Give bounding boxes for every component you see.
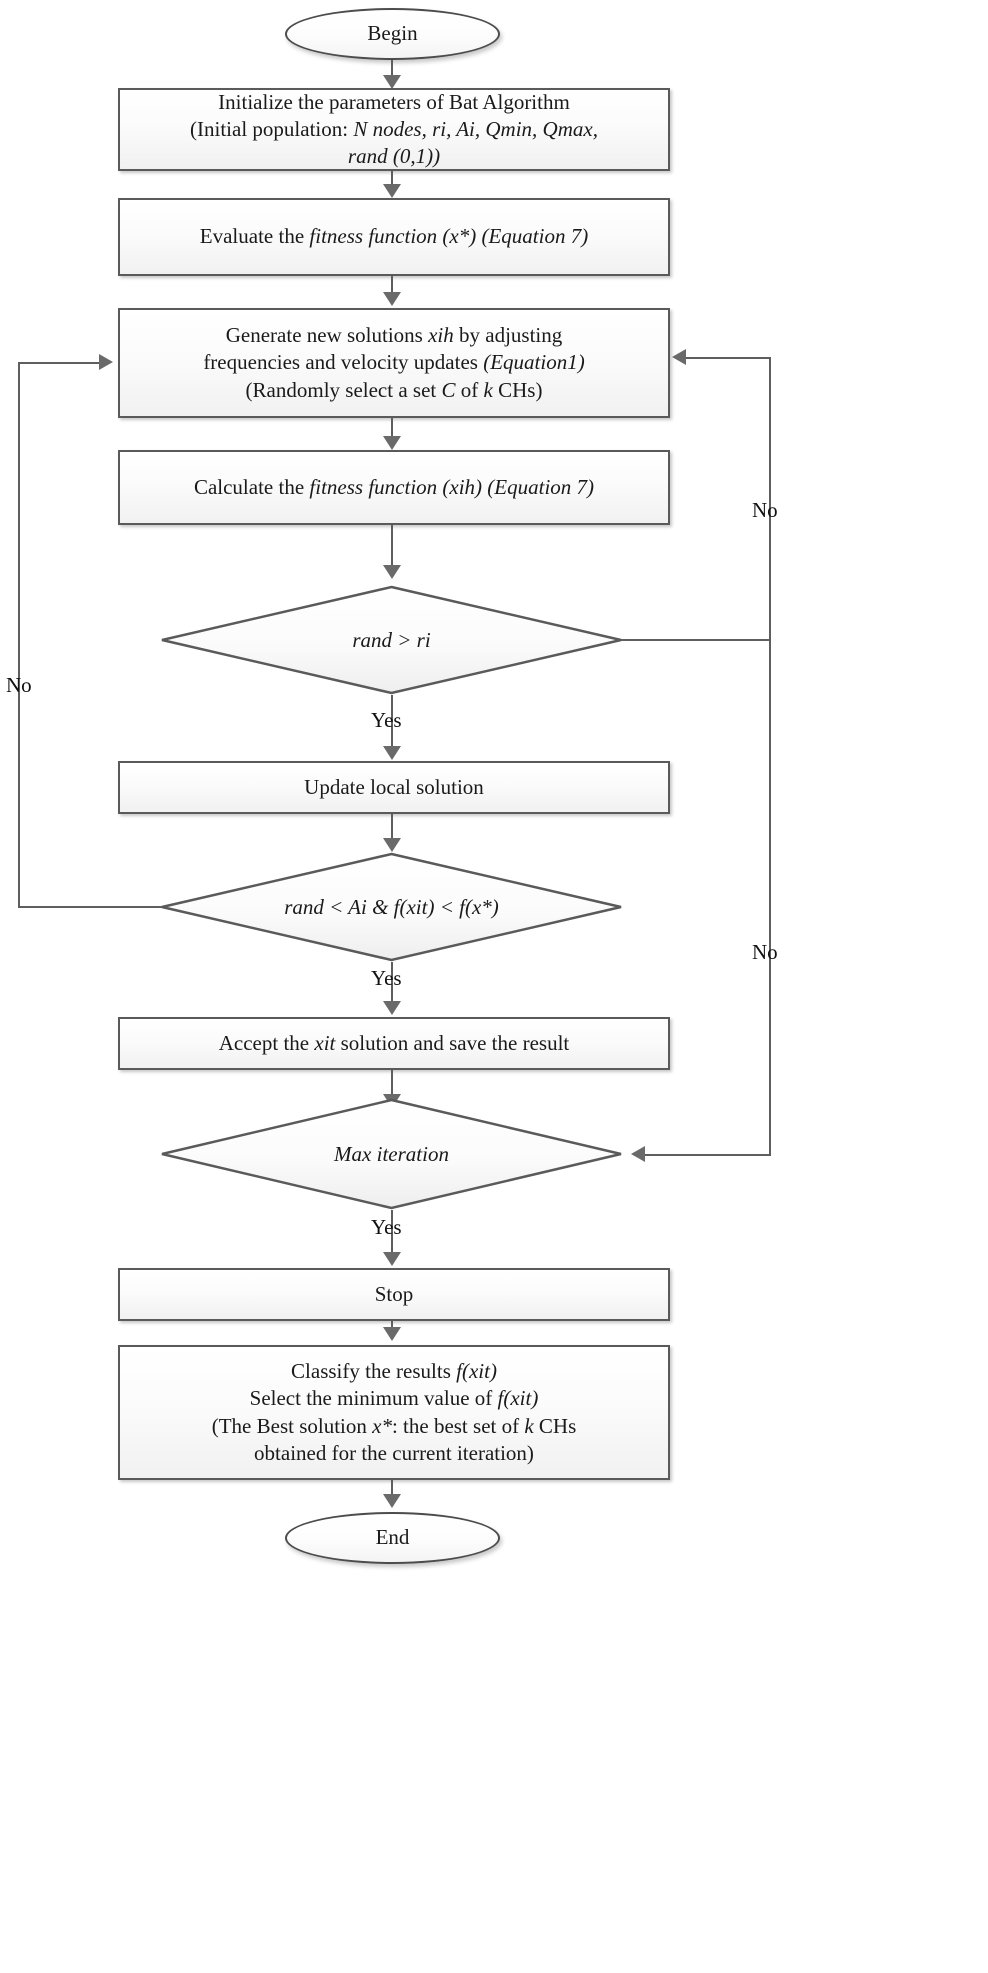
edge-classify-to-end	[391, 1480, 393, 1496]
node-end[interactable]: End	[285, 1512, 500, 1564]
arrow-evaluate-to-generate	[383, 292, 401, 306]
node-calculate[interactable]: Calculate the fitness function (xih) (Eq…	[118, 450, 670, 525]
edge-begin-to-initialize	[391, 60, 393, 77]
node-calculate-text: Calculate the fitness function (xih) (Eq…	[120, 474, 668, 501]
edge-rand-ri-no-return	[686, 357, 771, 359]
arrow-update-to-decision-rand-ai	[383, 838, 401, 852]
node-classify-text: Classify the results f(xit) Select the m…	[120, 1358, 668, 1467]
node-classify-line-1: Classify the results f(xit)	[291, 1358, 497, 1383]
node-initialize-italic-1: N nodes, ri, Ai, Qmin, Qmax,	[353, 116, 598, 141]
node-end-label: End	[375, 1525, 410, 1550]
node-classify-line-4: obtained for the current iteration)	[254, 1440, 534, 1465]
edge-initialize-to-evaluate	[391, 171, 393, 186]
node-accept-text: Accept the xit solution and save the res…	[218, 1030, 570, 1055]
edge-rand-ri-yes-vertical-2	[391, 740, 393, 748]
node-begin-label: Begin	[367, 21, 418, 46]
node-classify-italic-2: f(xit)	[497, 1386, 539, 1411]
node-initialize-text: Initialize the parameters of Bat Algorit…	[120, 89, 668, 171]
node-generate-italic-2: (Equation1)	[483, 350, 585, 375]
edge-rand-ai-yes-vertical-2	[391, 995, 393, 1003]
arrow-rand-ai-no-into-generate	[99, 354, 113, 370]
edge-rand-ri-no-horizontal	[621, 639, 771, 641]
node-initialize-line-1: Initialize the parameters of Bat Algorit…	[218, 89, 570, 114]
node-update-local[interactable]: Update local solution	[118, 761, 670, 814]
arrow-max-iteration-yes-into-stop	[383, 1252, 401, 1266]
node-generate-italic-4: k	[483, 377, 493, 402]
edge-generate-to-calculate	[391, 418, 393, 438]
arrow-rand-ri-no-into-generate	[672, 349, 686, 365]
node-initialize-italic-2: rand (0,1))	[347, 144, 441, 169]
node-initialize-line-2: (Initial population: N nodes, ri, Ai, Qm…	[190, 116, 598, 141]
node-initialize[interactable]: Initialize the parameters of Bat Algorit…	[118, 88, 670, 171]
node-decision-rand-ri[interactable]: rand > ri	[160, 585, 623, 695]
edge-rand-ai-yes-vertical	[391, 962, 393, 1004]
arrow-begin-to-initialize	[383, 75, 401, 89]
node-accept-italic: xit	[314, 1030, 336, 1055]
edge-label-rand-ai-no: No	[6, 673, 32, 697]
node-decision-rand-ai[interactable]: rand < Ai & f(xit) < f(x*)	[160, 852, 623, 962]
node-classify-italic-4: k	[524, 1413, 534, 1438]
arrow-rand-ri-yes-into-update	[383, 746, 401, 760]
arrow-generate-to-calculate	[383, 436, 401, 450]
node-generate-line-1: Generate new solutions xih by adjusting	[225, 323, 563, 348]
decision-rand-ai-shape	[161, 852, 622, 962]
edge-max-iteration-no-vertical	[769, 639, 771, 1155]
node-generate-text: Generate new solutions xih by adjusting …	[120, 322, 668, 404]
node-begin[interactable]: Begin	[285, 8, 500, 60]
node-evaluate[interactable]: Evaluate the fitness function (x*) (Equa…	[118, 198, 670, 276]
node-classify[interactable]: Classify the results f(xit) Select the m…	[118, 1345, 670, 1480]
edge-rand-ai-no-return	[18, 362, 100, 364]
node-stop-text: Stop	[374, 1281, 414, 1306]
edge-max-iteration-no-horizontal	[645, 1154, 771, 1156]
node-evaluate-italic: fitness function (x*) (Equation 7)	[309, 224, 589, 249]
decision-max-iteration-shape	[161, 1098, 622, 1210]
edge-rand-ri-yes-vertical	[391, 695, 393, 748]
node-evaluate-line-1: Evaluate the fitness function (x*) (Equa…	[199, 224, 589, 249]
node-update-local-text: Update local solution	[304, 774, 484, 799]
edge-update-to-decision-rand-ai	[391, 814, 393, 840]
node-generate[interactable]: Generate new solutions xih by adjusting …	[118, 308, 670, 418]
node-decision-max-iteration[interactable]: Max iteration	[160, 1098, 623, 1210]
node-accept[interactable]: Accept the xit solution and save the res…	[118, 1017, 670, 1070]
edge-evaluate-to-generate	[391, 276, 393, 294]
edge-rand-ai-no-horizontal	[18, 906, 162, 908]
edge-rand-ai-no-vertical	[18, 362, 20, 908]
arrow-initialize-to-evaluate	[383, 184, 401, 198]
edge-label-rand-ri-no: No	[752, 498, 778, 522]
node-classify-italic-3: x*	[372, 1413, 392, 1438]
edge-accept-to-max-iteration	[391, 1070, 393, 1096]
node-generate-italic-1: xih	[428, 323, 454, 348]
arrow-max-iteration-no-into-diamond	[631, 1146, 645, 1162]
node-calculate-italic: fitness function (xih) (Equation 7)	[309, 474, 595, 499]
arrow-calculate-to-decision-rand-ri	[383, 565, 401, 579]
node-classify-line-2: Select the minimum value of f(xit)	[249, 1386, 539, 1411]
arrow-stop-to-classify	[383, 1327, 401, 1341]
node-evaluate-text: Evaluate the fitness function (x*) (Equa…	[120, 223, 668, 250]
arrow-classify-to-end	[383, 1494, 401, 1508]
arrow-rand-ai-yes-into-accept	[383, 1001, 401, 1015]
edge-label-max-iteration-yes: Yes	[371, 1215, 402, 1239]
node-generate-line-3: (Randomly select a set C of k CHs)	[245, 377, 543, 402]
node-classify-line-3: (The Best solution x*: the best set of k…	[211, 1413, 577, 1438]
edge-max-iteration-yes-vertical	[391, 1210, 393, 1254]
node-stop[interactable]: Stop	[118, 1268, 670, 1321]
edge-label-rand-ri-yes: Yes	[371, 708, 402, 732]
decision-rand-ri-shape	[161, 585, 622, 695]
node-classify-italic-1: f(xit)	[456, 1358, 497, 1383]
node-generate-line-2: frequencies and velocity updates (Equati…	[203, 350, 585, 375]
edge-label-max-iteration-no: No	[752, 940, 778, 964]
edge-calculate-to-decision-rand-ri	[391, 525, 393, 567]
node-initialize-line-3: rand (0,1))	[132, 143, 656, 170]
edge-label-rand-ai-yes: Yes	[371, 966, 402, 990]
node-calculate-line-1: Calculate the fitness function (xih) (Eq…	[193, 474, 595, 499]
edge-rand-ri-no-vertical	[769, 357, 771, 640]
node-generate-italic-3: C	[441, 377, 456, 402]
edge-stop-to-classify	[391, 1321, 393, 1329]
